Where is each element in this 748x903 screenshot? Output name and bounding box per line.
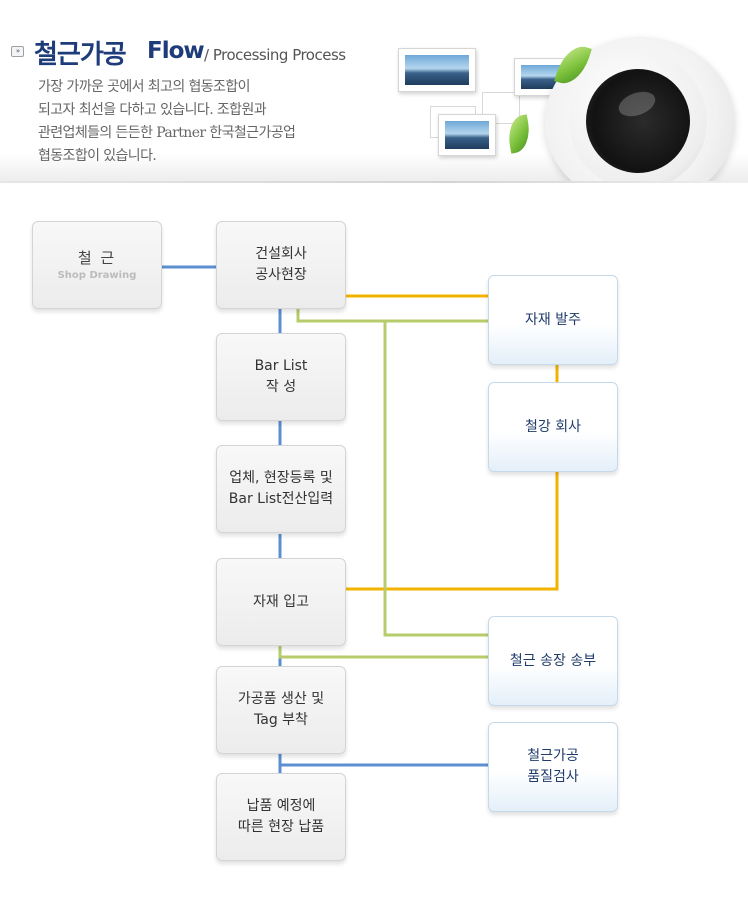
connector-invoice-to-production <box>278 646 488 659</box>
flow-diagram: 철 근 Shop Drawing 건설회사 공사현장 Bar List 작 성 … <box>0 195 748 895</box>
orange-connectors <box>346 294 559 591</box>
connector-steel-to-receipt <box>346 470 559 591</box>
connector-site-to-order-green <box>296 309 488 323</box>
double-chevron-icon: » <box>11 46 24 57</box>
intro-text: 가장 가까운 곳에서 최고의 협동조합이 되고자 최선을 다하고 있습니다. 조… <box>38 79 296 164</box>
page-header: » 철근가공 Flow / Processing Process 가장 가까운 … <box>0 0 748 183</box>
page-title-flow: Flow <box>147 38 205 64</box>
source-box-sublabel: Shop Drawing <box>57 269 137 281</box>
flow-box-delivery: 납품 예정에 따른 현장 납품 <box>216 773 346 861</box>
flow-box-material-receipt: 자재 입고 <box>216 558 346 646</box>
connector-to-quality-check <box>278 753 488 767</box>
page-subtitle: / Processing Process <box>204 46 346 64</box>
connector-to-invoice <box>383 321 488 637</box>
photo-frame-icon <box>398 48 476 92</box>
side-box-steel-company: 철강 회사 <box>488 382 618 472</box>
flow-box-registration: 업체, 현장등록 및 Bar List전산입력 <box>216 445 346 533</box>
coffee <box>586 69 690 173</box>
side-box-invoice: 철근 송장 송부 <box>488 616 618 706</box>
side-box-material-order: 자재 발주 <box>488 275 618 365</box>
green-connectors <box>278 309 488 659</box>
header-illustration <box>390 30 735 183</box>
photo-frame-icon <box>438 114 496 156</box>
page-title: 철근가공 <box>34 40 127 70</box>
flow-box-construction-site: 건설회사 공사현장 <box>216 221 346 309</box>
source-box-label: 철 근 <box>77 248 117 267</box>
flow-box-bar-list: Bar List 작 성 <box>216 333 346 421</box>
side-box-quality-check: 철근가공 품질검사 <box>488 722 618 812</box>
connector-lines <box>160 265 559 773</box>
source-box-rebar: 철 근 Shop Drawing <box>32 221 162 309</box>
flow-box-production: 가공품 생산 및 Tag 부착 <box>216 666 346 754</box>
